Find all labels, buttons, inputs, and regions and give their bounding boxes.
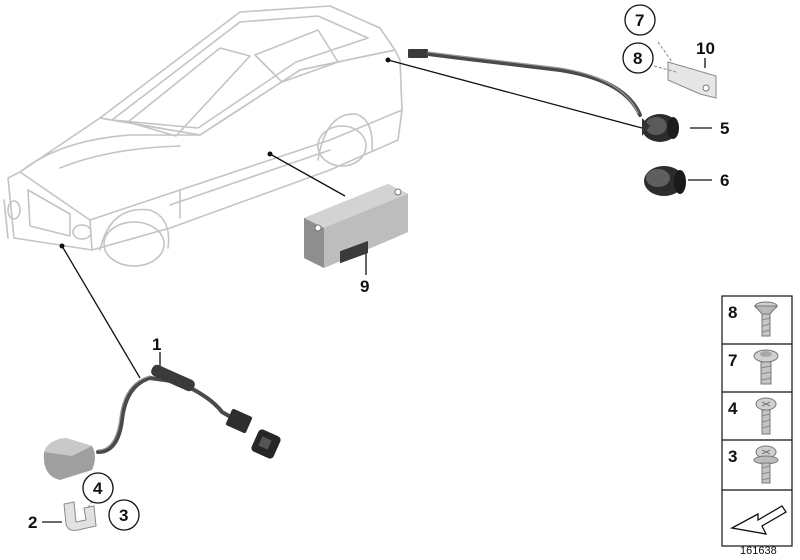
callout-4: 4	[93, 479, 103, 498]
callout-5: 5	[720, 119, 729, 138]
pan-head-screw-icon	[755, 397, 777, 435]
callout-7: 7	[635, 11, 644, 30]
direction-arrow-icon	[730, 505, 787, 535]
callout-2: 2	[28, 513, 37, 532]
screw-label-8: 8	[728, 303, 737, 322]
screw-label-3: 3	[728, 447, 737, 466]
rear-antenna-cable	[408, 49, 642, 117]
callout-8: 8	[633, 49, 642, 68]
drawing-number: 161638	[740, 545, 777, 557]
flange-screw-icon	[753, 349, 779, 385]
rubber-grommet	[644, 166, 686, 196]
callout-1: 1	[152, 335, 161, 354]
callout-labels: 1 2 3 4 5 6 7 8 9 10	[28, 4, 729, 532]
screw-legend-table: 8 7 4 3	[721, 295, 793, 547]
callout-3: 3	[119, 506, 128, 525]
front-antenna-harness	[43, 364, 281, 480]
countersunk-screw-icon	[753, 301, 779, 337]
antenna-control-module	[304, 184, 408, 268]
mounting-bracket	[653, 41, 717, 99]
callout-9: 9	[360, 277, 369, 296]
screw-label-4: 4	[728, 399, 738, 418]
car-outline	[3, 5, 403, 267]
washer-screw-icon	[753, 445, 779, 484]
leader-lines	[42, 57, 712, 523]
screw-label-7: 7	[728, 351, 737, 370]
connector-grommet	[642, 114, 679, 142]
callout-10: 10	[696, 39, 715, 58]
callout-6: 6	[720, 171, 729, 190]
